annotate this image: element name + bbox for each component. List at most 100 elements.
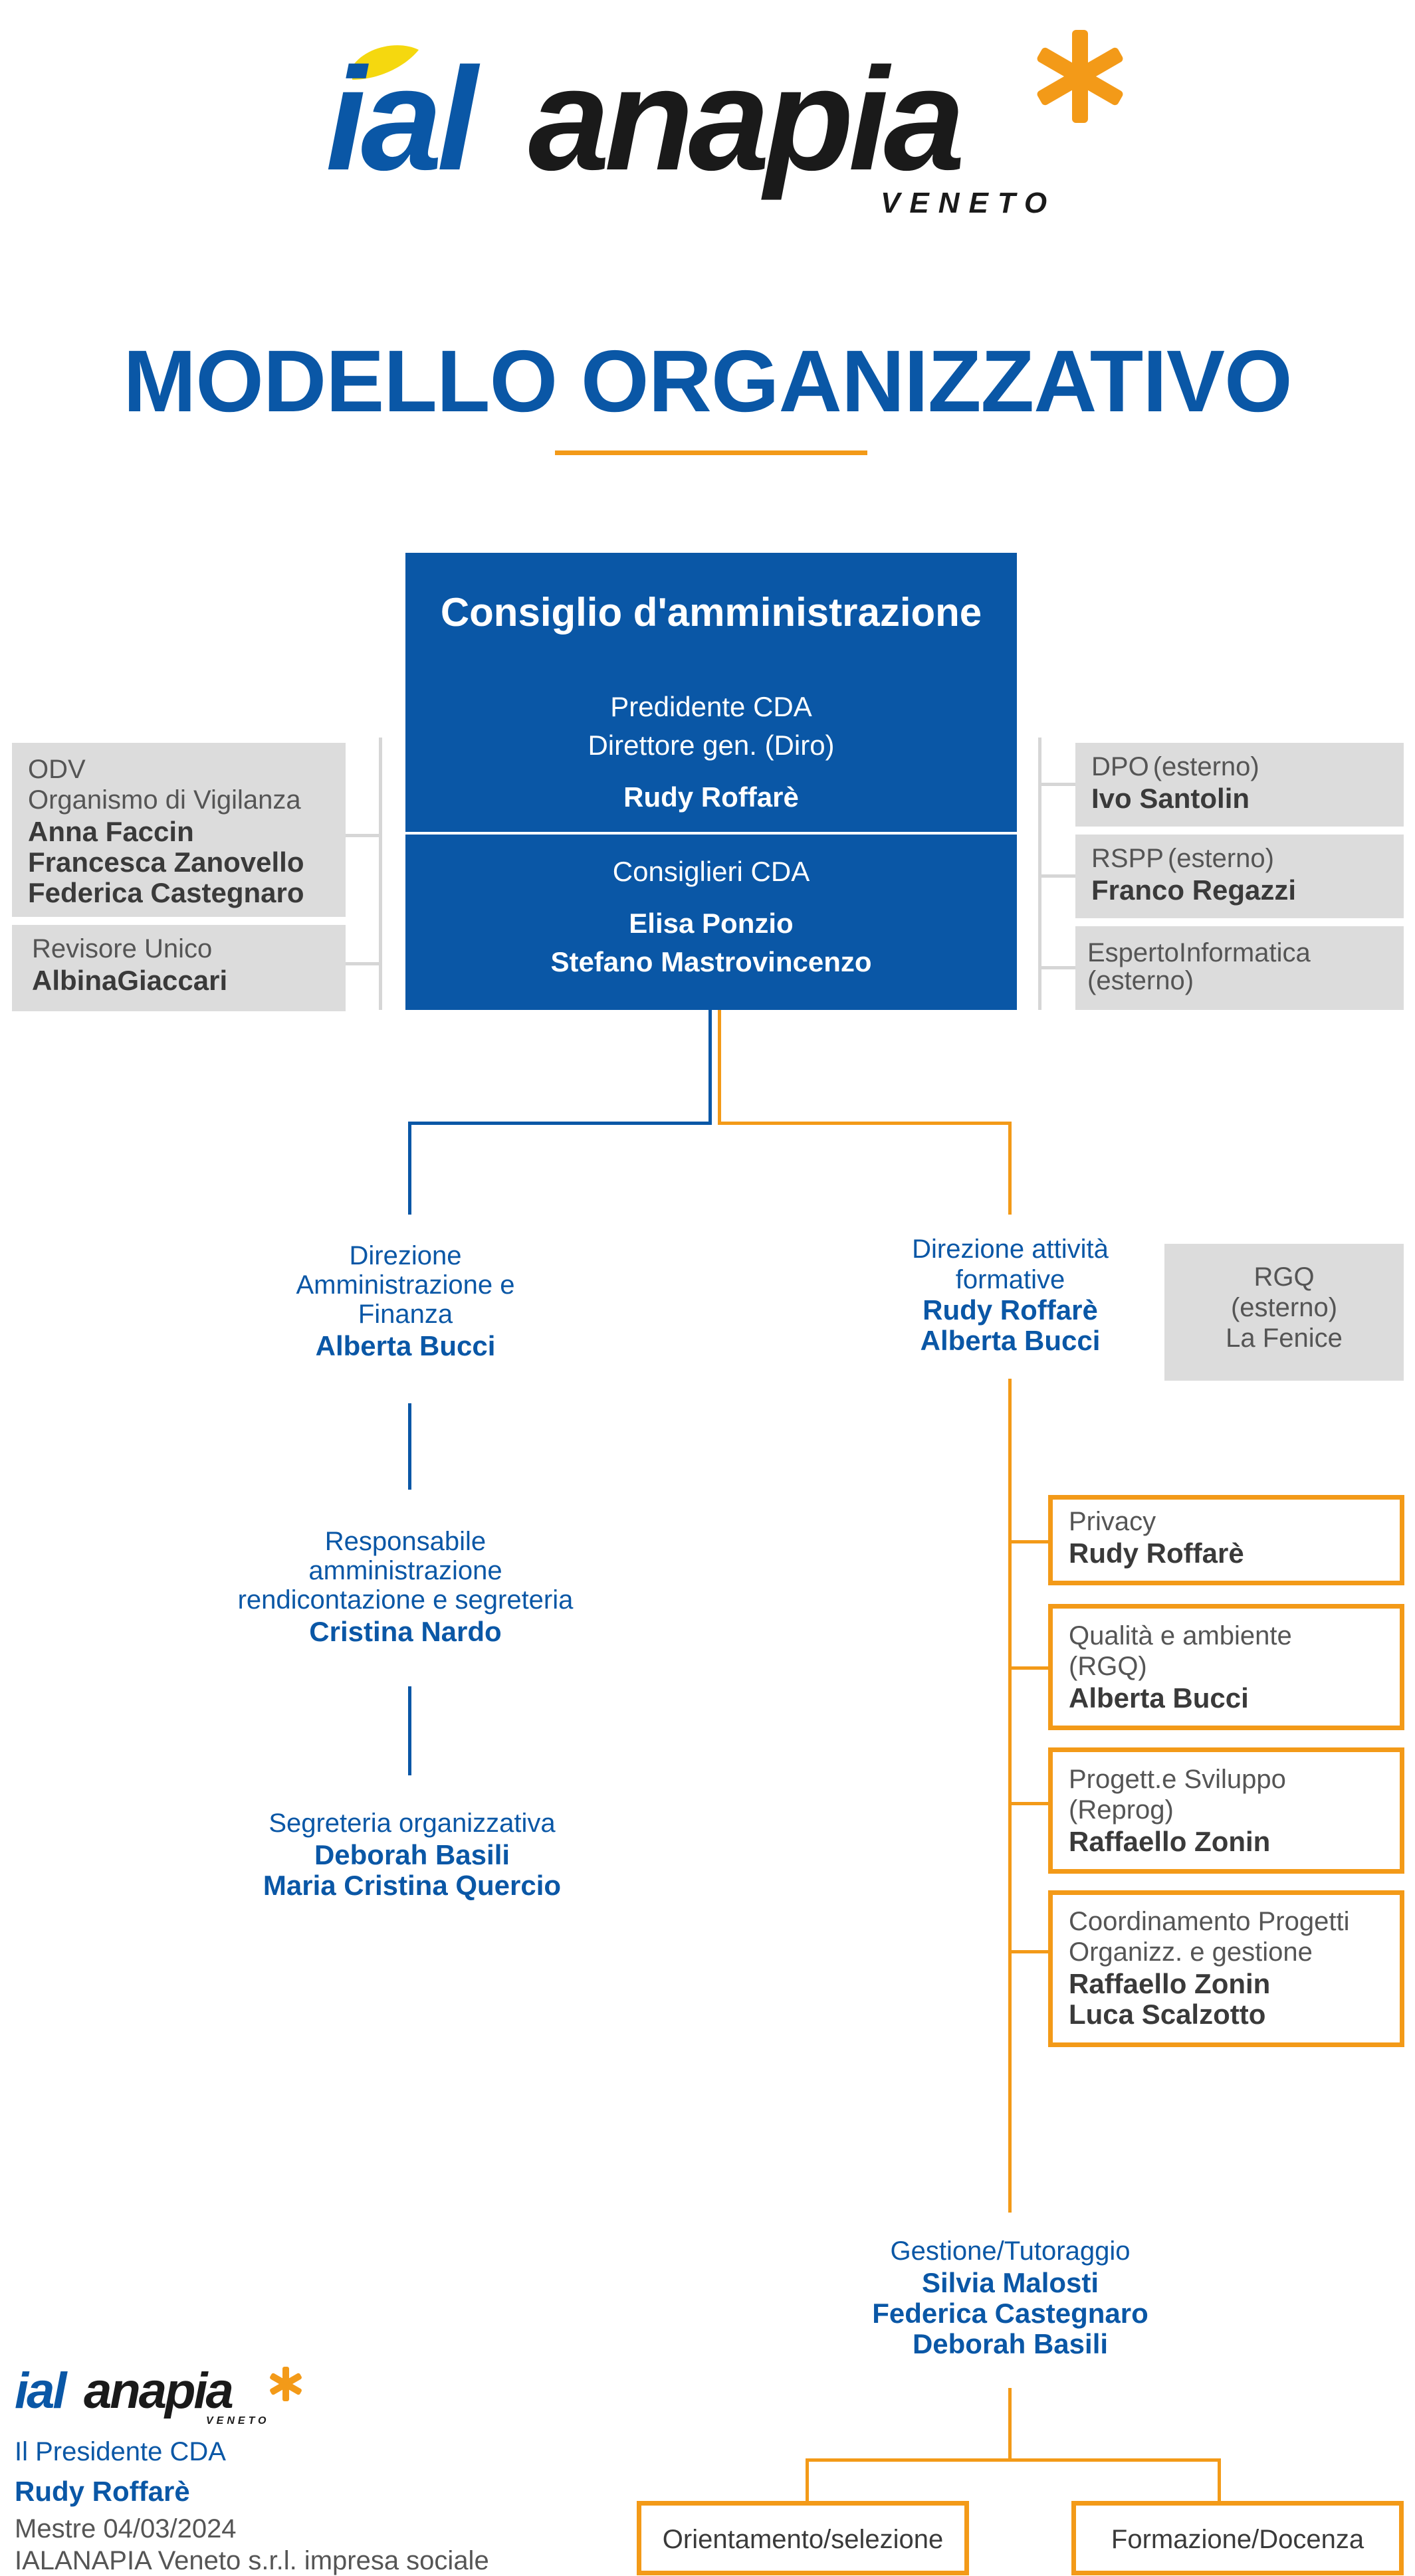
cda-councillor-1: Elisa Ponzio <box>629 908 794 939</box>
privacy-label: Privacy <box>1069 1507 1156 1536</box>
training-connector-drop <box>1008 1122 1012 1215</box>
rgq-line3: La Fenice <box>1226 1324 1343 1353</box>
training-dir-line2: formative <box>955 1265 1065 1294</box>
right-connector-it <box>1038 966 1075 969</box>
revisore-name: AlbinaGiaccari <box>32 965 228 996</box>
page-title: MODELLO ORGANIZZATIVO <box>123 332 1292 430</box>
it-expert-line1: EspertoInformatica <box>1087 938 1311 967</box>
training-branch-quality <box>1008 1666 1048 1670</box>
revisore-box <box>12 925 346 1011</box>
footer-logo: ial anapia VENETO <box>12 2357 304 2430</box>
dpo-label-text: DPO <box>1091 752 1149 781</box>
logo-text-ial: ial <box>326 37 480 201</box>
cda-president: Rudy Roffarè <box>623 781 799 813</box>
dpo-label: DPO(esterno) <box>1091 752 1259 782</box>
ialanapia-logo: ial anapia VENETO <box>326 30 1123 219</box>
dpo-name: Ivo Santolin <box>1091 783 1250 814</box>
odv-member-1: Anna Faccin <box>28 816 194 847</box>
orientation-label: Orientamento/selezione <box>662 2525 944 2554</box>
svg-text:anapia: anapia <box>84 2363 233 2419</box>
dpo-note: (esterno) <box>1152 752 1259 781</box>
footer-company: IALANAPIA Veneto s.r.l. impresa sociale <box>15 2546 489 2575</box>
quality-line1: Qualità e ambiente <box>1069 1621 1292 1650</box>
design-line2: (Reprog) <box>1069 1795 1174 1825</box>
admin-connector-2 <box>408 1403 411 1490</box>
odv-member-2: Francesca Zanovello <box>28 846 304 878</box>
resp-line1: Responsabile <box>324 1527 487 1556</box>
training-connector-down <box>718 1010 721 1124</box>
dpo-box <box>1075 743 1404 827</box>
privacy-box <box>1048 1495 1404 1585</box>
tutor-line1: Gestione/Tutoraggio <box>890 2236 1131 2266</box>
formation-label: Formazione/Docenza <box>1111 2525 1364 2554</box>
training-branch-design <box>1008 1802 1048 1805</box>
asterisk-icon <box>1037 30 1123 123</box>
quality-name: Alberta Bucci <box>1069 1682 1249 1714</box>
odv-line1: ODV <box>28 755 86 784</box>
design-box <box>1048 1747 1404 1874</box>
training-connector-horizontal <box>718 1122 1012 1125</box>
coord-box <box>1048 1890 1404 2047</box>
tutor-connector-right <box>1218 2458 1221 2502</box>
header-logo: ial anapia VENETO <box>326 20 1203 219</box>
title-underline <box>555 450 867 455</box>
odv-line2: Organismo di Vigilanza <box>28 785 301 815</box>
revisore-label: Revisore Unico <box>32 934 213 963</box>
coord-line1: Coordinamento Progetti <box>1069 1907 1350 1936</box>
cda-role2: Direttore gen. (Diro) <box>588 730 835 761</box>
cda-role1: Predidente CDA <box>610 691 812 722</box>
tutor-name-2: Federica Castegnaro <box>872 2298 1148 2329</box>
right-connector-rspp <box>1038 874 1075 878</box>
quality-box <box>1048 1604 1404 1730</box>
left-connector-vertical <box>379 738 382 1010</box>
left-connector-odv <box>346 834 382 837</box>
formation-box <box>1071 2501 1404 2575</box>
footer-name: Rudy Roffarè <box>15 2476 190 2507</box>
tutor-connector-horizontal <box>806 2458 1221 2462</box>
rgq-box <box>1164 1244 1404 1381</box>
svg-text:ial: ial <box>15 2363 68 2419</box>
admin-dir-name: Alberta Bucci <box>315 1330 496 1361</box>
training-dir-name-1: Rudy Roffarè <box>923 1294 1098 1326</box>
rgq-line2: (esterno) <box>1230 1293 1338 1322</box>
training-dir-line1: Direzione attività <box>912 1235 1109 1264</box>
seg-name-2: Maria Cristina Quercio <box>263 1870 562 1901</box>
logo-text-anapia: anapia <box>528 37 961 201</box>
admin-connector-3 <box>408 1686 411 1775</box>
privacy-name: Rudy Roffarè <box>1069 1537 1244 1569</box>
cda-box <box>405 553 1017 1010</box>
admin-connector-drop <box>408 1122 411 1215</box>
footer-logo-graphic: ial anapia VENETO <box>15 2363 302 2427</box>
quality-line2: (RGQ) <box>1069 1652 1147 1681</box>
training-trunk <box>1008 1379 1012 2213</box>
admin-dir-line1: Direzione <box>349 1241 462 1270</box>
design-name: Raffaello Zonin <box>1069 1826 1271 1857</box>
odv-member-3: Federica Castegnaro <box>28 877 304 908</box>
left-connector-revisore <box>346 962 382 965</box>
logo-region: VENETO <box>881 187 1056 219</box>
it-expert-line2: (esterno) <box>1087 966 1194 995</box>
rspp-note: (esterno) <box>1167 844 1274 873</box>
cda-councillors-label: Consiglieri CDA <box>612 856 810 887</box>
right-connector-vertical <box>1038 738 1041 1010</box>
cda-divider <box>405 832 1017 835</box>
admin-connector-down <box>708 1010 712 1124</box>
footer-date: Mestre 04/03/2024 <box>15 2514 237 2543</box>
training-branch-privacy <box>1008 1540 1048 1543</box>
right-connector-dpo <box>1038 783 1075 786</box>
cda-councillor-2: Stefano Mastrovincenzo <box>550 946 872 977</box>
tutor-name-3: Deborah Basili <box>912 2328 1109 2359</box>
resp-line2: amministrazione <box>308 1556 502 1585</box>
rgq-line1: RGQ <box>1253 1262 1315 1292</box>
it-expert-box <box>1075 926 1404 1010</box>
tutor-name-1: Silvia Malosti <box>921 2267 1099 2298</box>
training-dir-name-2: Alberta Bucci <box>920 1325 1101 1356</box>
orientation-box <box>637 2501 969 2575</box>
odv-box <box>12 743 346 917</box>
resp-line3: rendicontazione e segreteria <box>237 1585 574 1615</box>
coord-line2: Organizz. e gestione <box>1069 1937 1313 1967</box>
design-line1: Progett.e Sviluppo <box>1069 1765 1286 1794</box>
footer-logo-region: VENETO <box>206 2415 270 2427</box>
admin-connector-horizontal <box>408 1122 712 1125</box>
rspp-name: Franco Regazzi <box>1091 874 1297 906</box>
